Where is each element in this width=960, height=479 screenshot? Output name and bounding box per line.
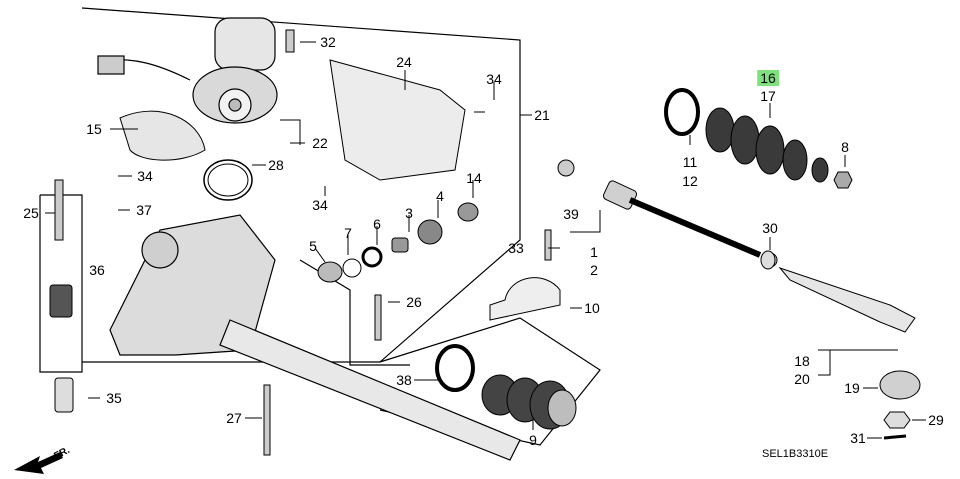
callout-24: 24 <box>396 54 412 70</box>
callout-28: 28 <box>268 157 284 173</box>
callout-11: 11 <box>682 154 698 170</box>
tie-rod <box>557 159 762 258</box>
callout-16-highlighted[interactable]: 16 <box>757 70 779 86</box>
callout-27: 27 <box>226 410 242 426</box>
callout-36: 36 <box>89 262 105 278</box>
callout-18: 18 <box>794 353 810 369</box>
damper-15 <box>119 110 206 161</box>
callout-32: 32 <box>320 34 336 50</box>
bracket-10 <box>489 277 561 321</box>
boot-clamp <box>664 88 700 136</box>
callout-7: 7 <box>344 225 352 241</box>
callout-10: 10 <box>584 300 600 316</box>
callout-2: 2 <box>590 262 598 278</box>
tie-rod-end <box>778 266 916 333</box>
bolts <box>54 29 552 456</box>
callout-25: 25 <box>23 205 39 221</box>
callout-39: 39 <box>563 206 579 222</box>
dust-seal <box>879 370 921 400</box>
diagram-code: SEL1B3310E <box>762 448 829 460</box>
callout-34-housing: 34 <box>137 168 153 184</box>
callout-9: 9 <box>529 432 537 448</box>
small-parts <box>317 171 853 283</box>
front-direction-arrow <box>14 452 63 474</box>
callout-33: 33 <box>508 240 524 256</box>
nut-29 <box>883 411 911 429</box>
leader-lines <box>45 41 926 439</box>
callout-22: 22 <box>312 135 328 151</box>
boot-17 <box>705 107 829 183</box>
callout-34-motor: 34 <box>486 71 502 87</box>
heat-shield <box>329 59 466 181</box>
callout-4: 4 <box>436 188 444 204</box>
callout-21: 21 <box>534 107 550 123</box>
callout-6: 6 <box>373 216 381 232</box>
callout-1: 1 <box>590 244 598 260</box>
callout-17: 17 <box>760 88 776 104</box>
callout-5: 5 <box>309 238 317 254</box>
callout-30: 30 <box>762 220 778 236</box>
callout-38: 38 <box>396 372 412 388</box>
callout-15: 15 <box>86 121 102 137</box>
clamp-38 <box>435 344 475 392</box>
callout-14: 14 <box>466 170 482 186</box>
callout-37: 37 <box>136 202 152 218</box>
bellows-9 <box>481 374 577 430</box>
bushing-36 <box>49 284 73 318</box>
callout-26: 26 <box>406 294 422 310</box>
callout-19: 19 <box>844 380 860 396</box>
callout-35: 35 <box>106 390 122 406</box>
group-outline-left <box>39 194 83 373</box>
callout-29: 29 <box>928 412 944 428</box>
cotter-pin <box>883 434 907 440</box>
callout-8: 8 <box>841 139 849 155</box>
callout-3: 3 <box>405 205 413 221</box>
rack-housing <box>109 214 521 461</box>
bushing-35 <box>54 377 74 413</box>
callout-31: 31 <box>850 430 866 446</box>
gasket-ring <box>203 159 253 201</box>
motor-assembly <box>97 17 278 124</box>
callout-34-shield: 34 <box>312 197 328 213</box>
callout-12: 12 <box>682 173 698 189</box>
callout-20: 20 <box>794 371 810 387</box>
